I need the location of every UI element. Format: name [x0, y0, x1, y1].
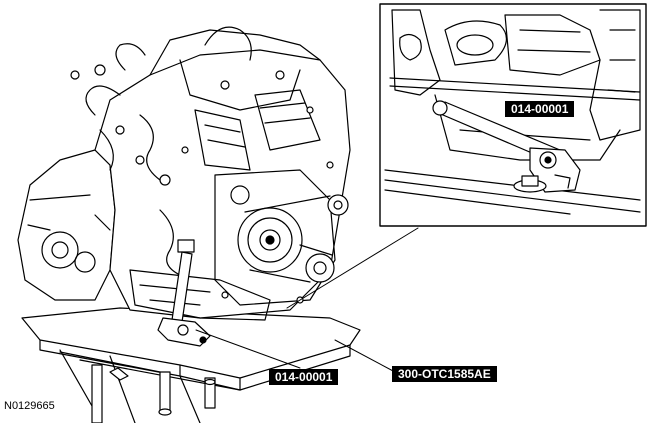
engine-assembly — [17, 26, 351, 321]
bracket-tool-main — [157, 239, 211, 347]
callout-stand: 300-OTC1585AE — [392, 366, 497, 382]
figure-id: N0129665 — [4, 400, 55, 412]
callout-tool-main: 014-00001 — [269, 369, 339, 385]
callout-tool-inset: 014-00001 — [505, 101, 575, 117]
